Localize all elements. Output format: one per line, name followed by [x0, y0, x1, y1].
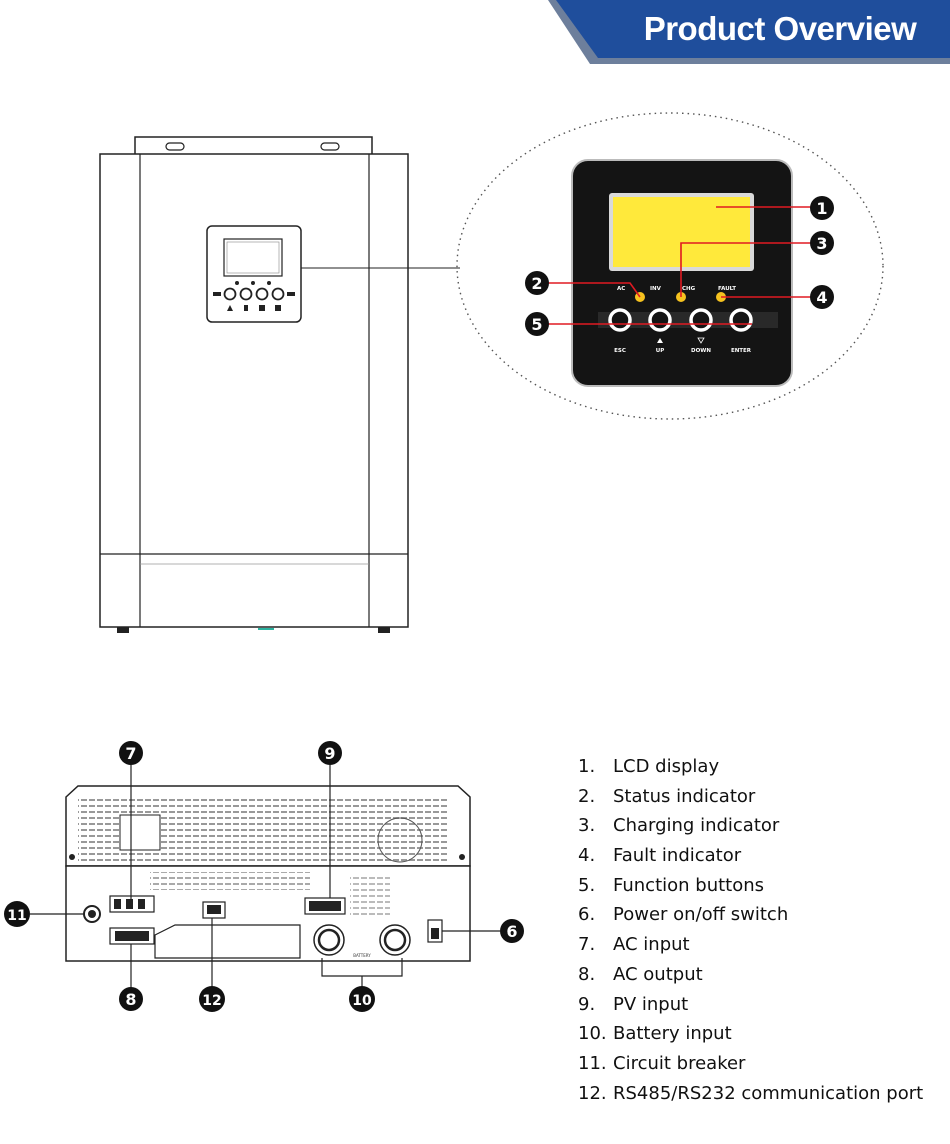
callout-9: 9: [318, 741, 342, 765]
down-button: [689, 308, 713, 332]
callout-8: 8: [119, 987, 143, 1011]
legend-item: 1.LCD display: [578, 756, 720, 777]
enter-label: ENTER: [731, 348, 752, 354]
rear-callout-leaders: [30, 765, 500, 988]
up-button: [648, 308, 672, 332]
header-banner: [548, 0, 950, 64]
svg-text:1: 1: [816, 199, 827, 218]
svg-text:5: 5: [531, 315, 542, 334]
callout-2: 2: [525, 271, 549, 295]
legend-item: 9.PV input: [578, 993, 689, 1015]
legend-item: 11.Circuit breaker: [578, 1052, 746, 1074]
callout-1: 1: [810, 196, 834, 220]
legend-item: 5.Function buttons: [578, 874, 765, 896]
legend-item: 6.Power on/off switch: [578, 904, 789, 926]
legend-item: 2.Status indicator: [578, 785, 756, 807]
inverter-rear-view: BATTERY: [30, 765, 500, 988]
svg-text:7: 7: [125, 744, 136, 763]
legend-item: 4.Fault indicator: [578, 845, 742, 867]
indicator-label-inv: INV: [650, 286, 662, 292]
callout-11: 11: [4, 901, 30, 927]
page-title: Product Overview: [643, 10, 917, 47]
esc-label: ESC: [614, 348, 626, 354]
svg-text:11: 11: [7, 908, 26, 924]
component-legend: 1.LCD display 2.Status indicator 3.Charg…: [578, 756, 948, 1112]
callout-12: 12: [199, 986, 225, 1012]
legend-item: 3.Charging indicator: [578, 815, 780, 837]
callout-10: 10: [349, 986, 375, 1012]
legend-item: 10.Battery input: [578, 1023, 732, 1045]
svg-text:3: 3: [816, 234, 827, 253]
indicator-label-fault: FAULT: [718, 286, 736, 292]
down-label: DOWN: [691, 348, 711, 354]
svg-text:6: 6: [506, 922, 517, 941]
callout-4: 4: [810, 285, 834, 309]
callout-7: 7: [119, 741, 143, 765]
svg-text:10: 10: [352, 993, 372, 1009]
callout-3: 3: [810, 231, 834, 255]
svg-text:2: 2: [531, 274, 542, 293]
legend-item: 8.AC output: [578, 963, 703, 985]
svg-text:9: 9: [324, 744, 335, 763]
legend-item: 12.RS485/RS232 communication port: [578, 1082, 924, 1104]
svg-text:4: 4: [816, 288, 827, 307]
legend-item: 7.AC input: [578, 934, 690, 956]
svg-text:12: 12: [202, 993, 221, 1009]
indicator-label-ac: AC: [617, 286, 625, 292]
callout-leaders: [548, 206, 812, 325]
svg-text:8: 8: [125, 990, 136, 1009]
callout-6: 6: [500, 919, 524, 943]
esc-button: [608, 308, 632, 332]
callout-5: 5: [525, 312, 549, 336]
enter-button: [729, 308, 753, 332]
panel-zoom: AC INV CHG FAULT ESC UP DOWN ENTER: [456, 112, 884, 420]
up-label: UP: [656, 348, 665, 354]
inverter-front-view: [99, 136, 460, 633]
battery-label: BATTERY: [353, 953, 371, 958]
indicator-label-chg: CHG: [682, 286, 696, 292]
callout-badges: 1 3 2 4 5 7 9 11 6 8 12 10: [4, 196, 834, 1012]
